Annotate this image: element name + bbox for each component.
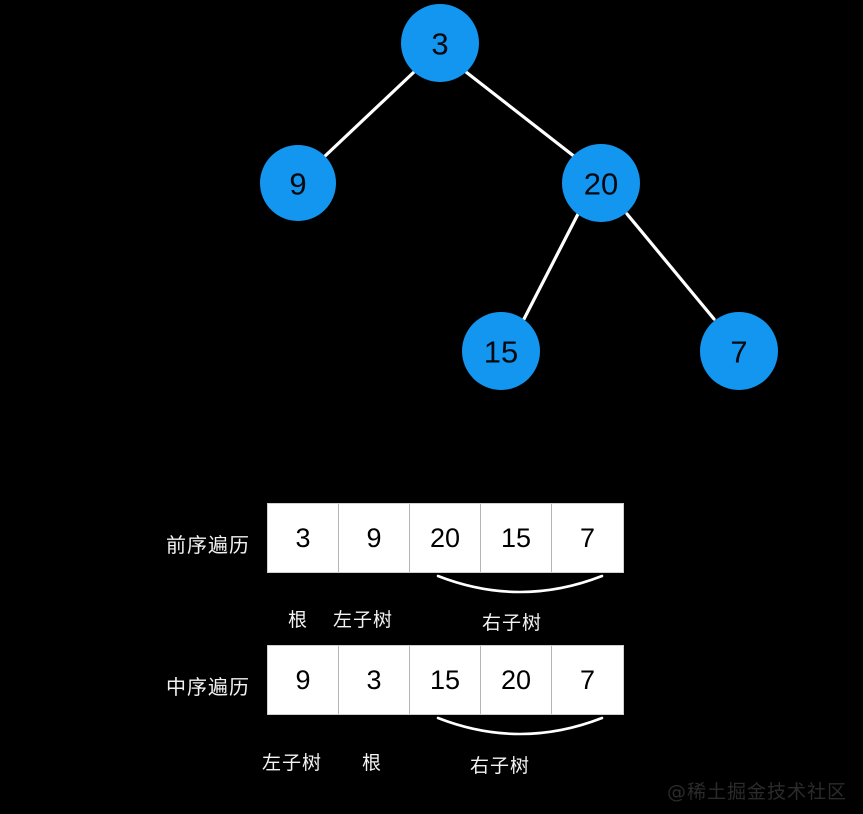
preorder-cells: 3 9 20 15 7 — [267, 503, 624, 573]
preorder-cell[interactable]: 15 — [481, 504, 552, 572]
inorder-right-subtree-brace — [436, 716, 604, 736]
tree-nodes: 3 9 20 15 7 — [260, 4, 778, 390]
preorder-cell[interactable]: 7 — [552, 504, 623, 572]
preorder-annotation-root: 根 — [288, 609, 309, 631]
inorder-cell[interactable]: 3 — [339, 646, 410, 714]
tree-node-left[interactable]: 9 — [260, 145, 336, 221]
tree-node-value: 20 — [584, 167, 618, 202]
tree-node-circle — [401, 4, 479, 82]
tree-edge-20-to-15 — [522, 212, 580, 321]
tree-node-value: 7 — [730, 335, 747, 370]
tree-node-root[interactable]: 3 — [401, 4, 479, 82]
tree-edges — [322, 70, 716, 321]
tree-edge-root-to-20 — [464, 70, 577, 159]
preorder-annotation-right-subtree: 右子树 — [482, 612, 543, 634]
inorder-cell[interactable]: 7 — [552, 646, 623, 714]
inorder-annotation-left-subtree: 左子树 — [262, 752, 323, 774]
inorder-annotation-root: 根 — [362, 752, 383, 774]
preorder-cell[interactable]: 9 — [339, 504, 410, 572]
preorder-cell[interactable]: 20 — [410, 504, 481, 572]
tree-node-circle — [260, 145, 336, 221]
preorder-right-subtree-brace — [436, 574, 604, 594]
tree-edge-20-to-7 — [625, 212, 716, 321]
tree-node-value: 15 — [484, 335, 518, 370]
tree-node-circle — [562, 144, 640, 222]
inorder-cell[interactable]: 20 — [481, 646, 552, 714]
tree-node-right-left[interactable]: 15 — [462, 312, 540, 390]
tree-node-right[interactable]: 20 — [562, 144, 640, 222]
inorder-cell[interactable]: 15 — [410, 646, 481, 714]
preorder-cell[interactable]: 3 — [268, 504, 339, 572]
tree-node-right-right[interactable]: 7 — [700, 312, 778, 390]
tree-node-value: 9 — [289, 167, 306, 202]
inorder-cell[interactable]: 9 — [268, 646, 339, 714]
preorder-label: 前序遍历 — [166, 533, 250, 557]
inorder-label: 中序遍历 — [166, 675, 250, 699]
inorder-annotation-right-subtree: 右子树 — [470, 755, 531, 777]
tree-node-circle — [700, 312, 778, 390]
tree-node-value: 3 — [431, 27, 448, 62]
preorder-annotation-left-subtree: 左子树 — [333, 609, 394, 631]
inorder-cells: 9 3 15 20 7 — [267, 645, 624, 715]
tree-node-circle — [462, 312, 540, 390]
tree-edge-root-to-9 — [322, 70, 416, 159]
watermark: @稀土掘金技术社区 — [666, 781, 847, 803]
binary-tree-figure: 3 9 20 15 7 — [260, 4, 778, 390]
